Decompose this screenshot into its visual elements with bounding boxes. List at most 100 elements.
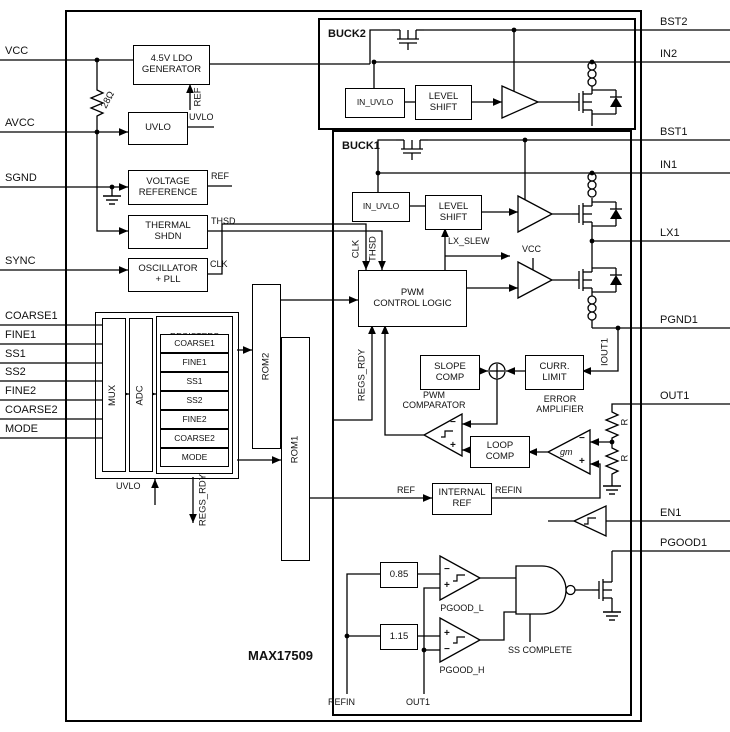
pin-en1: EN1 (660, 507, 682, 519)
pgood-l-comparator-icon (439, 554, 482, 602)
pin-fine2: FINE2 (5, 385, 37, 397)
rom1-block: ROM1 (281, 337, 310, 561)
thsd-out-label: THSD (211, 216, 236, 226)
register-ss1: SS1 (160, 372, 229, 391)
pgood-l-plus: + (444, 580, 450, 591)
pin-vcc: VCC (5, 45, 29, 57)
buck1-level-shift-block: LEVEL SHIFT (425, 195, 482, 230)
nand-gate-icon (515, 565, 567, 615)
curr-limit-block: CURR. LIMIT (525, 355, 584, 390)
pin-pgood1: PGOOD1 (660, 537, 708, 549)
ref-mid-label: REF (397, 485, 415, 495)
hs-mosfet-icon (571, 197, 593, 231)
ls-mosfet-icon (571, 263, 593, 297)
pin-in1: IN1 (660, 159, 678, 171)
pin-pgnd1: PGND1 (660, 314, 698, 326)
internal-ref-block: INTERNAL REF (432, 483, 492, 515)
pin-coarse2: COARSE2 (5, 404, 58, 416)
vcc-driver-label: VCC (522, 244, 542, 254)
buck1-outline (332, 130, 632, 716)
pin-mode: MODE (5, 423, 38, 435)
threshold-low-block: 0.85 (380, 562, 418, 588)
ground-icon (602, 611, 622, 621)
resistor-r-bottom-icon (605, 443, 619, 477)
loop-comp-block: LOOP COMP (470, 436, 530, 468)
pin-lx1: LX1 (660, 227, 680, 239)
register-ss2: SS2 (160, 391, 229, 410)
ground-icon (602, 485, 622, 495)
rom2-label: ROM2 (260, 352, 272, 381)
buck1-in-uvlo-block: IN_UVLO (352, 192, 410, 222)
mux-block: MUX (102, 318, 126, 472)
oscillator-block: OSCILLATOR + PLL (128, 258, 208, 292)
gm-plus: + (579, 456, 585, 467)
gm-minus: − (579, 433, 585, 444)
r-bottom-label: R (619, 454, 631, 462)
rom2-block: ROM2 (252, 284, 281, 449)
out1-bottom-label: OUT1 (406, 697, 431, 707)
buck1-bst-mosfet-icon (395, 139, 429, 161)
pgood-l-label: PGOOD_L (440, 603, 484, 613)
mux-label: MUX (107, 384, 119, 406)
pin-ss2: SS2 (5, 366, 26, 378)
gm-amplifier-icon (546, 428, 591, 476)
gm-label: gm (560, 447, 573, 457)
clk-in-label: CLK (350, 239, 362, 259)
ss-complete-label: SS COMPLETE (508, 645, 573, 655)
uvlo-in-label: UVLO (116, 481, 141, 491)
pwm-cmp-minus: − (450, 417, 456, 428)
pin-bst2: BST2 (660, 16, 688, 28)
ldo-ref-label: REF (192, 87, 204, 107)
rom1-label: ROM1 (289, 435, 301, 463)
buck2-level-shift-block: LEVEL SHIFT (415, 85, 472, 120)
resistor-r-top-icon (605, 407, 619, 441)
vref-block: VOLTAGE REFERENCE (128, 170, 208, 205)
pgood-h-minus: − (444, 644, 450, 655)
r-top-label: R (619, 418, 631, 426)
pin-in2: IN2 (660, 48, 678, 60)
vref-out-label: REF (211, 171, 229, 181)
buck2-title: BUCK2 (328, 28, 366, 40)
pgood-h-plus: + (444, 628, 450, 639)
buck2-outline (318, 18, 636, 130)
lx-slew-label: LX_SLEW (448, 236, 490, 246)
part-number: MAX17509 (248, 648, 314, 663)
ls-driver-icon (517, 260, 554, 300)
iout1-label: IOUT1 (599, 338, 611, 366)
pgood-h-label: PGOOD_H (439, 665, 485, 675)
buck1-title: BUCK1 (342, 140, 380, 152)
register-coarse2: COARSE2 (160, 429, 229, 448)
thsd-in-label: THSD (367, 236, 379, 262)
ground-icon (102, 195, 122, 205)
adc-block: ADC (129, 318, 153, 472)
uvlo-out-label: UVLO (189, 112, 214, 122)
pgood-l-minus: − (444, 564, 450, 575)
thermal-block: THERMAL SHDN (128, 215, 208, 249)
regs-rdy-label: REGS_RDY (197, 473, 209, 527)
pin-sgnd: SGND (5, 172, 37, 184)
adc-label: ADC (134, 384, 146, 406)
pwm-control-logic-block: PWM CONTROL LOGIC (358, 270, 467, 327)
ldo-block: 4.5V LDO GENERATOR (133, 45, 210, 85)
pin-fine1: FINE1 (5, 329, 37, 341)
body-diode-icon (609, 89, 623, 115)
pin-bst1: BST1 (660, 126, 688, 138)
pwm-comparator-label: PWM COMPARATOR (402, 390, 466, 410)
buck2-bst-mosfet-icon (391, 29, 425, 51)
clk-out-label: CLK (210, 259, 228, 269)
register-fine1: FINE1 (160, 353, 229, 372)
hs-driver-icon (517, 194, 554, 234)
pwm-comparator-icon (422, 412, 463, 458)
en-buffer-icon (572, 504, 607, 538)
body-diode-icon (609, 201, 623, 227)
threshold-high-block: 1.15 (380, 624, 418, 650)
uvlo-block: UVLO (128, 112, 188, 145)
pin-out1: OUT1 (660, 390, 690, 402)
refin-mid-label: REFIN (495, 485, 522, 495)
pgood-h-comparator-icon (439, 616, 482, 664)
pgood-mosfet-icon (591, 573, 613, 607)
refin-bottom-label: REFIN (328, 697, 355, 707)
mux-adc-group-outline (95, 312, 239, 479)
